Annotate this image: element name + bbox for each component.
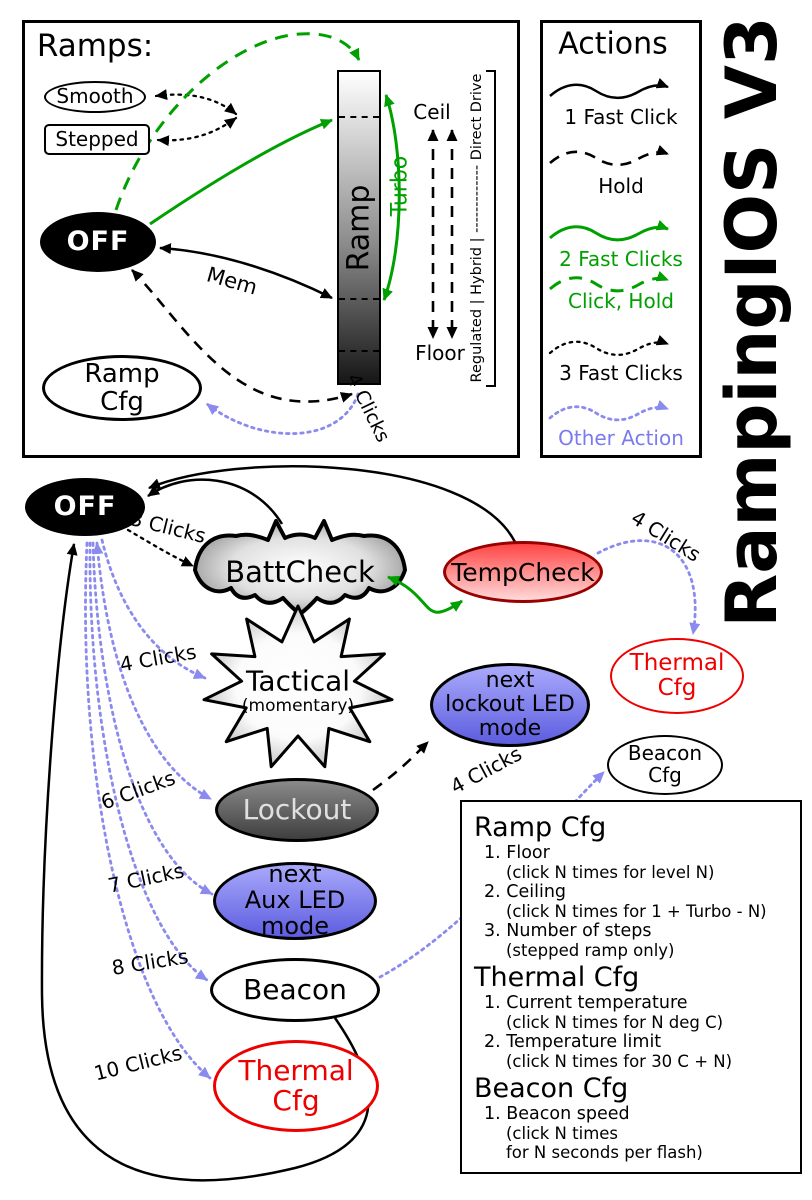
actions-heading: Actions [558, 26, 668, 62]
thermal-cfg-top-node: Thermal Cfg [610, 638, 744, 714]
ramps-panel [22, 20, 520, 458]
cfg-item-desc: (click N times for 30 C + N) [506, 1052, 733, 1071]
edge-off-to-thermalbottom [84, 541, 212, 1080]
cfg-item-title: 1. Beacon speed [484, 1104, 630, 1124]
off-node-ramps: OFF [40, 212, 156, 272]
tempcheck-label: TempCheck [451, 557, 595, 587]
legend-arrow-2-fast-clicks [549, 219, 669, 242]
cfg-item-desc: (click N times for 1 + Turbo - N) [506, 902, 767, 921]
off-main-label: OFF [53, 491, 117, 523]
ramp-tick-floor [339, 350, 379, 352]
beacon-node: Beacon [210, 958, 380, 1022]
cfg-item-title: 3. Number of steps [484, 921, 652, 941]
beacon-cfg-node: Beacon Cfg [607, 735, 723, 795]
edge-battcheck-to-off [147, 478, 284, 525]
edge-tempcheck-to-thermalcfg [596, 539, 701, 636]
ramps-heading: Ramps: [36, 28, 154, 64]
edge-off-2clicks-ceil [149, 118, 333, 226]
thermal-cfg-bottom-label: Thermal Cfg [238, 1053, 354, 1117]
off-node-main: OFF [25, 478, 145, 536]
tactical-note-label: (momentary) [241, 696, 355, 716]
thermal-cfg-bottom-node: Thermal Cfg [213, 1040, 379, 1132]
tactical-label: Tactical [245, 664, 351, 698]
tempcheck-node: TempCheck [443, 541, 603, 603]
lockout-node: Lockout [215, 778, 379, 842]
next-aux-led-node: next Aux LED mode [213, 860, 377, 940]
next-lockout-led-label: next lockout LED mode [445, 668, 575, 741]
beacon-cfg-heading: Beacon Cfg [474, 1073, 629, 1104]
edge-ramp-to-rampcfg [205, 392, 360, 435]
legend-arrow-hold [549, 144, 669, 167]
edge-off-to-nextaux [91, 541, 214, 896]
cfg-item-title: 2. Temperature limit [484, 1032, 662, 1052]
edge-battcheck-tempcheck [387, 575, 463, 614]
star-burst-icon [202, 604, 394, 769]
edge-off-to-beacon [88, 541, 209, 982]
ramp-cfg-label: Ramp Cfg [84, 358, 160, 417]
cfg-item-desc: (click N times for level N) [506, 863, 715, 882]
floor-label: Floor [415, 341, 465, 365]
legend-label-click-hold: Click, Hold [568, 289, 674, 313]
cfg-item-desc: (click N times for N seconds per flash) [506, 1124, 703, 1162]
actions-panel [540, 20, 702, 458]
lockout-label: Lockout [242, 792, 352, 826]
ramp-tick-mem [339, 298, 379, 300]
battcheck-label: BattCheck [225, 555, 375, 589]
edge-beacon-loop-to-off [40, 543, 370, 1182]
next-lockout-led-node: next lockout LED mode [430, 663, 590, 747]
stepped-node: Stepped [44, 124, 150, 155]
legend-arrow-1-fast-click [549, 77, 669, 100]
config-panel: Ramp Cfg 1. Floor (click N times for lev… [460, 800, 802, 1174]
ceil-label: Ceil [413, 100, 451, 124]
ramp-cfg-heading: Ramp Cfg [474, 812, 607, 843]
next-aux-led-label: next Aux LED mode [244, 860, 346, 940]
cfg-item-title: 2. Ceiling [484, 882, 567, 902]
cfg-item-title: 1. Floor [484, 843, 550, 863]
legend-arrow-click-hold [549, 270, 669, 293]
drive-scale-label: Regulated | Hybrid | ------------- Direc… [469, 73, 485, 383]
smooth-label: Smooth [56, 84, 134, 109]
turbo-label: Turbo [387, 155, 413, 217]
legend-label-3-fast-clicks: 3 Fast Clicks [559, 361, 683, 385]
edge-off-hold-floor [131, 269, 353, 403]
ramp-tick-ceil [339, 116, 379, 118]
legend-label-hold: Hold [598, 174, 644, 198]
ramp-cfg-node: Ramp Cfg [42, 355, 202, 421]
edge-lockout-to-nextlockout [372, 741, 429, 792]
stepped-label: Stepped [55, 126, 139, 151]
app-title: RampingIOS V3 [711, 16, 793, 628]
thermal-cfg-top-label: Thermal Cfg [629, 650, 725, 701]
smooth-node: Smooth [44, 81, 146, 113]
legend-label-other-action: Other Action [558, 426, 684, 450]
off-label: OFF [66, 226, 130, 258]
beacon-label: Beacon [243, 972, 347, 1006]
legend-arrow-3-fast-clicks [548, 334, 670, 357]
cfg-item-title: 1. Current temperature [484, 993, 688, 1013]
legend-label-1-fast-click: 1 Fast Click [564, 105, 678, 129]
edge-smooth-toggle [154, 89, 238, 116]
ramp-bar-label: Ramp [341, 184, 377, 272]
legend-label-2-fast-clicks: 2 Fast Clicks [559, 247, 683, 271]
legend-arrow-other-action [548, 399, 670, 422]
edge-off-to-lockout [92, 541, 213, 801]
cfg-item-desc: (click N times for N deg C) [506, 1013, 724, 1032]
edge-stepped-toggle [156, 116, 238, 147]
drive-scale-bracket [486, 70, 496, 387]
edge-tempcheck-to-off [148, 465, 517, 543]
edge-ramp-turbo [382, 94, 401, 301]
beacon-cfg-label: Beacon Cfg [627, 741, 703, 787]
bat-icon [193, 519, 407, 616]
cfg-item-desc: (stepped ramp only) [506, 941, 675, 960]
thermal-cfg-heading: Thermal Cfg [474, 962, 640, 993]
